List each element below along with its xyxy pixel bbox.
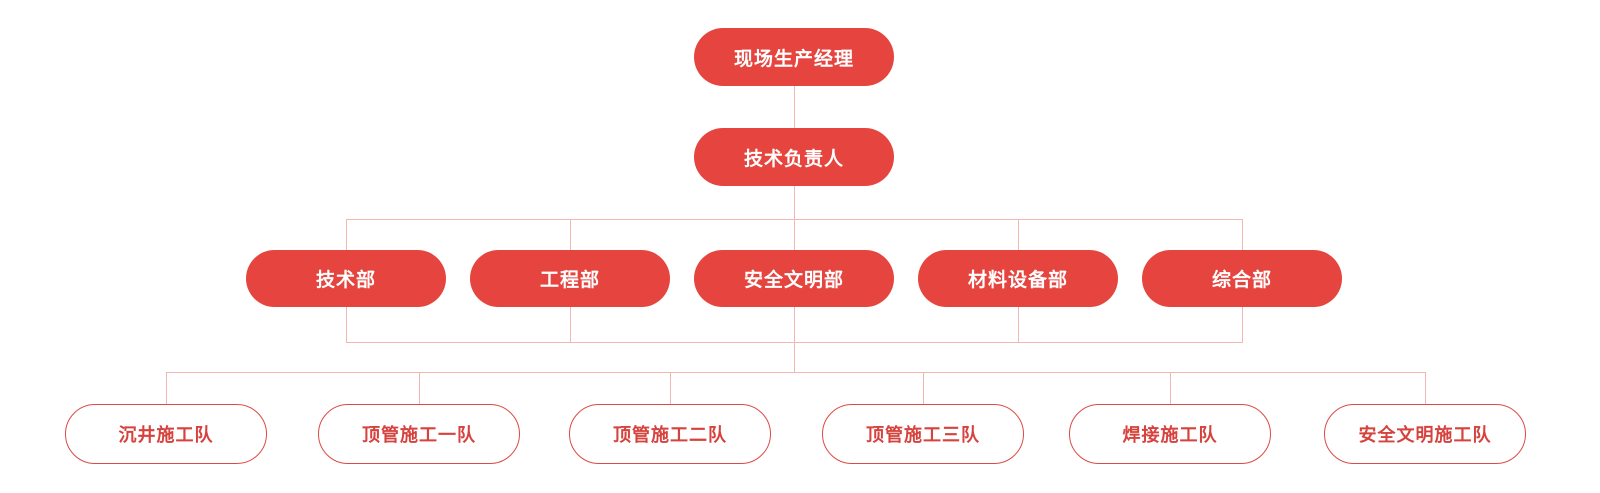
connector-line [1242, 307, 1243, 342]
connector-line [346, 307, 347, 342]
dept-node-engineering: 工程部 [470, 250, 670, 307]
connector-line [1242, 219, 1243, 250]
connector-line [923, 372, 924, 404]
connector-line [346, 342, 1243, 343]
connector-line [794, 86, 795, 128]
connector-line [1170, 372, 1171, 404]
team-node-welding: 焊接施工队 [1069, 404, 1271, 464]
connector-line [1018, 219, 1019, 250]
connector-line [794, 219, 795, 250]
connector-line [570, 219, 571, 250]
connector-line [166, 372, 167, 404]
team-node-pipe-jacking-3: 顶管施工三队 [822, 404, 1024, 464]
team-node-sinking-well: 沉井施工队 [65, 404, 267, 464]
team-node-pipe-jacking-1: 顶管施工一队 [318, 404, 520, 464]
connector-line [419, 372, 420, 404]
connector-line [1018, 307, 1019, 342]
connector-line [670, 372, 671, 404]
dept-node-technology: 技术部 [246, 250, 446, 307]
dept-node-general: 综合部 [1142, 250, 1342, 307]
connector-line [346, 219, 347, 250]
connector-line [794, 186, 795, 219]
team-node-safety-civilization-team: 安全文明施工队 [1324, 404, 1526, 464]
org-node-site-production-manager: 现场生产经理 [694, 28, 894, 86]
connector-line [794, 307, 795, 372]
org-node-technical-lead: 技术负责人 [694, 128, 894, 186]
connector-line [166, 372, 1426, 373]
dept-node-safety-civilization: 安全文明部 [694, 250, 894, 307]
connector-line [1425, 372, 1426, 404]
connector-line [570, 307, 571, 342]
team-node-pipe-jacking-2: 顶管施工二队 [569, 404, 771, 464]
dept-node-materials-equipment: 材料设备部 [918, 250, 1118, 307]
